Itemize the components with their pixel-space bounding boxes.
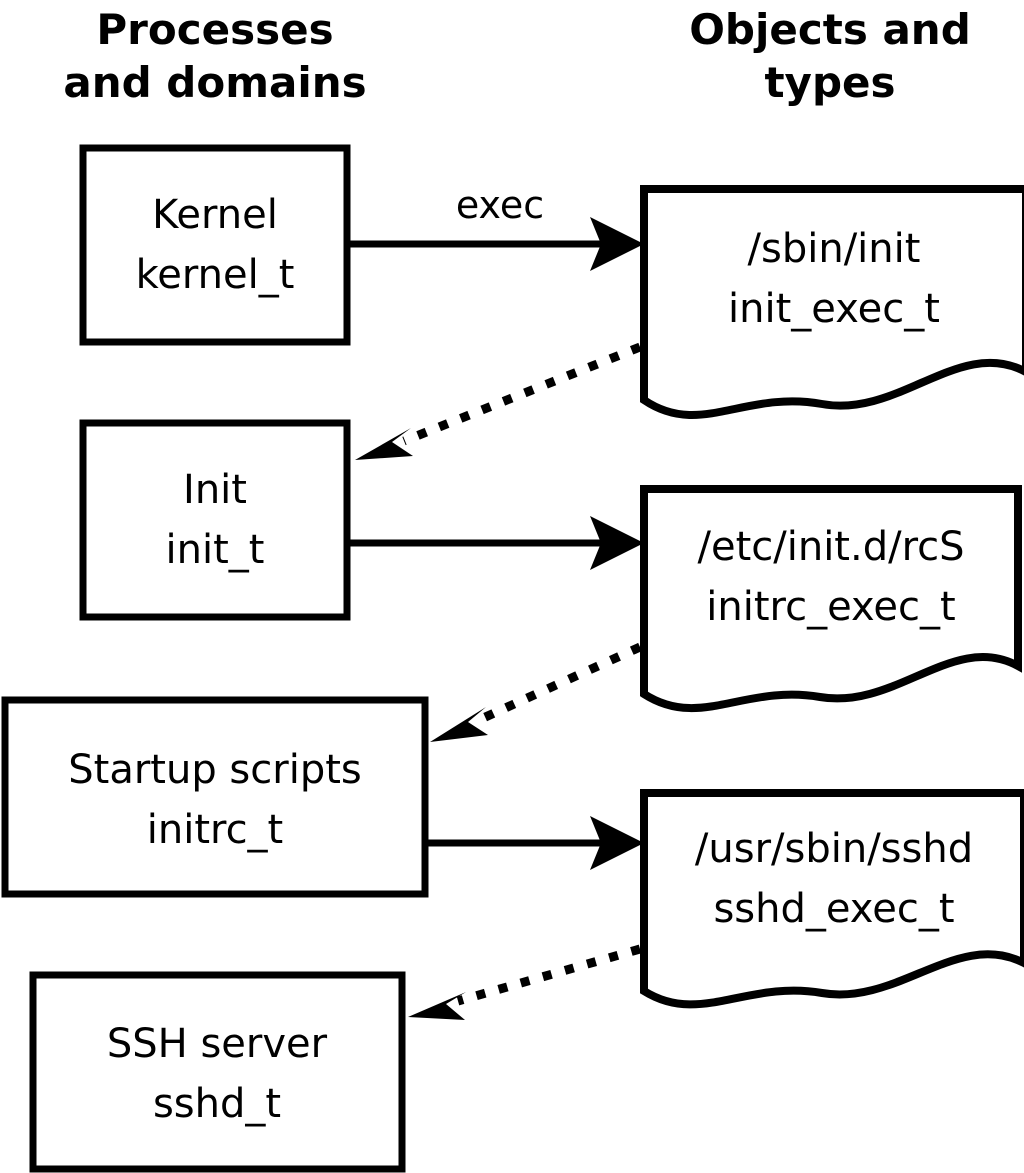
- object-node-sshd-exec-doc-shape[interactable]: [640, 789, 1024, 1009]
- edge-initrc-exec-transition-initrc-arrowhead: [430, 707, 488, 742]
- column-header-processes: Processes and domains: [63, 5, 366, 107]
- column-header-processes-line1: Processes: [96, 5, 333, 54]
- object-node-init-exec-doc-shape[interactable]: [640, 185, 1024, 419]
- edge-sshd-exec-transition-sshd-arrowhead: [408, 992, 466, 1020]
- object-node-initrc-exec-line1: /etc/init.d/rcS: [697, 524, 964, 570]
- object-node-init-exec[interactable]: /sbin/init init_exec_t: [640, 185, 1024, 419]
- process-node-init-line1: Init: [183, 467, 247, 513]
- process-node-init[interactable]: Init init_t: [79, 419, 351, 621]
- object-node-sshd-exec[interactable]: /usr/sbin/sshd sshd_exec_t: [640, 789, 1024, 1009]
- edge-init-exec-transition-init-arrowhead: [355, 428, 413, 460]
- edge-sshd-exec-transition-sshd-line: [456, 944, 642, 1006]
- object-node-init-exec-line2: init_exec_t: [728, 286, 940, 332]
- process-node-sshd-box[interactable]: [29, 971, 406, 1173]
- process-node-sshd-line1: SSH server: [107, 1021, 328, 1067]
- column-header-objects: Objects and types: [689, 5, 971, 107]
- edge-init-exec-transition-init: [355, 342, 642, 460]
- object-node-initrc-exec-doc-shape[interactable]: [640, 485, 1022, 712]
- column-header-objects-line1: Objects and: [689, 5, 971, 54]
- process-node-kernel[interactable]: Kernel kernel_t: [79, 144, 351, 346]
- edge-kernel-exec-init-exec: exec: [350, 183, 644, 271]
- process-node-initrc-box[interactable]: [1, 696, 429, 898]
- process-node-initrc-line1: Startup scripts: [68, 747, 361, 793]
- process-node-sshd[interactable]: SSH server sshd_t: [29, 971, 406, 1173]
- edge-init-exec-transition-init-line: [402, 342, 642, 446]
- process-node-kernel-line1: Kernel: [152, 192, 278, 238]
- object-node-initrc-exec-line2: initrc_exec_t: [706, 584, 955, 630]
- edge-initrc-exec-transition-initrc: [430, 642, 642, 742]
- edge-label-exec: exec: [456, 183, 544, 227]
- object-node-initrc-exec[interactable]: /etc/init.d/rcS initrc_exec_t: [640, 485, 1022, 712]
- process-node-init-box[interactable]: [79, 419, 351, 621]
- process-node-kernel-line2: kernel_t: [136, 252, 295, 298]
- column-header-processes-line2: and domains: [63, 58, 366, 107]
- edge-init-exec-initrc-exec-arrowhead: [590, 516, 644, 570]
- process-node-initrc[interactable]: Startup scripts initrc_t: [1, 696, 429, 898]
- object-node-init-exec-line1: /sbin/init: [748, 226, 921, 272]
- process-node-init-line2: init_t: [166, 527, 265, 573]
- edge-init-exec-initrc-exec: [350, 516, 644, 570]
- edge-initrc-exec-sshd-exec: [428, 816, 644, 870]
- process-node-sshd-line2: sshd_t: [153, 1081, 281, 1127]
- edge-kernel-exec-init-exec-arrowhead: [590, 217, 644, 271]
- column-header-objects-line2: types: [764, 58, 895, 107]
- process-node-initrc-line2: initrc_t: [147, 807, 284, 853]
- process-node-kernel-box[interactable]: [79, 144, 351, 346]
- edge-initrc-exec-sshd-exec-arrowhead: [590, 816, 644, 870]
- object-node-sshd-exec-line1: /usr/sbin/sshd: [695, 826, 973, 872]
- object-node-sshd-exec-line2: sshd_exec_t: [713, 886, 954, 932]
- edge-sshd-exec-transition-sshd: [408, 944, 642, 1020]
- edge-initrc-exec-transition-initrc-line: [479, 642, 642, 724]
